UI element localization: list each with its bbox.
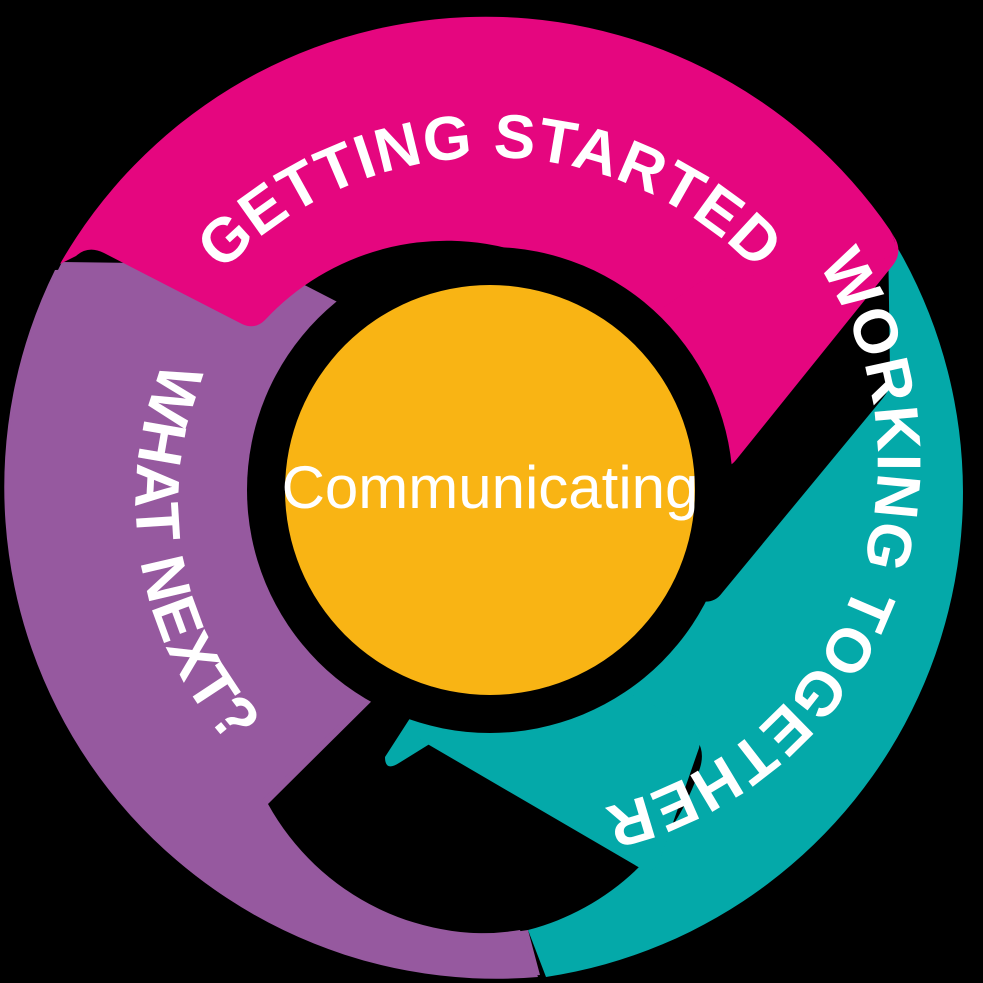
segment-working-together-shape[interactable] (385, 232, 963, 977)
center-circle[interactable] (285, 285, 695, 695)
center-circle-label: Communicating (282, 454, 699, 521)
